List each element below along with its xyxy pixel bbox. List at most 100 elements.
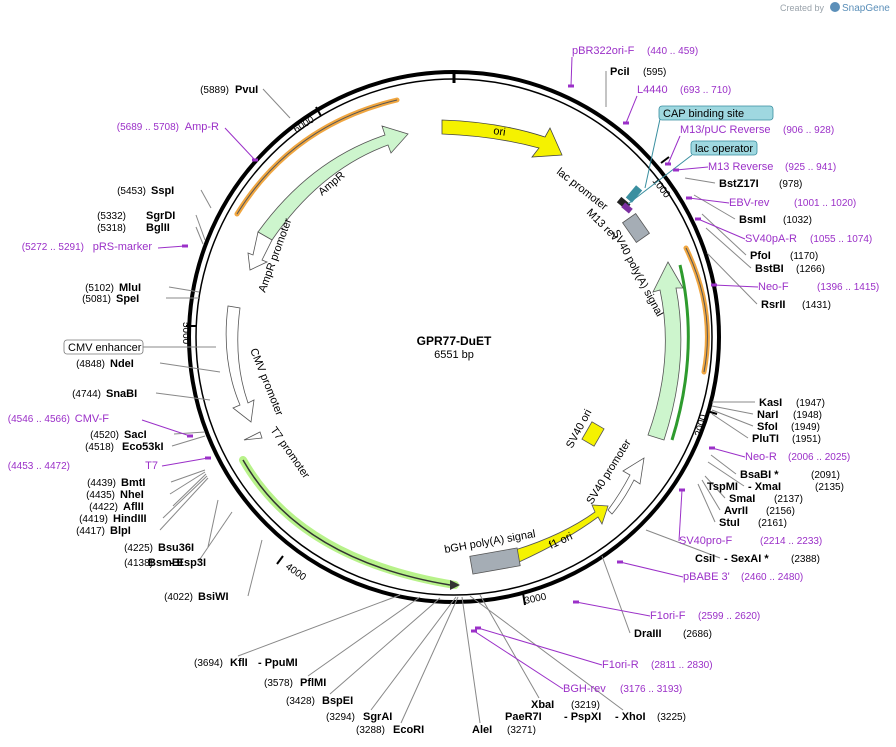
site-pos-xhoi: (3225) [657, 712, 686, 723]
lac-operator-box[interactable] [690, 140, 758, 156]
site-leader-snabi [155, 392, 211, 401]
site-pos-hindiii: (4419) [79, 514, 108, 525]
primer-f1ori-f: F1ori-F [650, 610, 686, 622]
primer-prs-marker: pRS-marker [93, 241, 153, 253]
primer-m13-reverse: M13 Reverse [708, 161, 773, 173]
site-leader-smai [704, 475, 726, 499]
site-draiii: DraIII [634, 628, 662, 640]
site-leader-hindiii [162, 475, 208, 519]
site-leader-sexai [645, 529, 721, 559]
tick-mark-1000 [660, 156, 670, 164]
site-pos-sfoi: (1949) [791, 422, 820, 433]
site-pos-aflii: (4422) [89, 502, 118, 513]
tick-label-2000: 2000 [693, 413, 709, 438]
primer-range-f1ori-r: (2811 .. 2830) [651, 660, 713, 671]
feature-boxes: CAP binding site lac operator CMV enhanc… [63, 105, 774, 355]
primer-bgh-rev: BGH-rev [563, 683, 606, 695]
f1-ori-arrow[interactable] [514, 504, 609, 563]
leader-lines [141, 56, 759, 724]
primer-range-neo-f: (1396 .. 1415) [817, 282, 879, 293]
primer-mark-sv40pa-r [695, 217, 701, 221]
primer-leader-l4440 [625, 95, 638, 124]
ampr-arrow[interactable] [257, 125, 409, 241]
site-pos-avrii: (2156) [766, 506, 795, 517]
f1-ori-label: f1 ori [547, 531, 574, 552]
site-pos-smai: (2137) [774, 494, 803, 505]
neo-kanr-arrow[interactable] [647, 261, 684, 441]
site-pfoi: PfoI [750, 250, 771, 262]
site-leader-bsu36i [207, 499, 219, 548]
ori-label: ori [493, 125, 507, 139]
site-leader-kfli [237, 594, 401, 657]
site-leader-bstz17i [684, 177, 716, 184]
site-pos-kasi: (1947) [796, 398, 825, 409]
site-avrii: AvrII [724, 505, 748, 517]
primer-leader-neo-f [713, 284, 759, 288]
primer-range-pbabe-3: (2460 .. 2480) [741, 572, 803, 583]
site-pos-mlui: (5102) [85, 283, 114, 294]
site-pluti: PluTI [752, 433, 779, 445]
site-leader-mlui [168, 286, 200, 293]
primer-mark-t7 [205, 456, 211, 460]
m13-rev-mark[interactable] [621, 202, 633, 214]
site-leader-pvui [262, 88, 291, 119]
site-pos-bstbi: (1266) [796, 264, 825, 275]
ori-arrow[interactable] [441, 119, 563, 158]
primer-range-f1ori-f: (2599 .. 2620) [698, 611, 760, 622]
tick-mark-2000 [706, 410, 718, 415]
site-leader-eco53ki [171, 435, 206, 447]
primer-leader-t7 [161, 457, 209, 467]
cap-leader [644, 118, 661, 189]
site-pos-xbai: (3219) [571, 700, 600, 711]
site-pos-nari: (1948) [793, 410, 822, 421]
primer-range-l4440: (693 .. 710) [680, 85, 731, 96]
site-pos-bsmbi: (4138) [124, 558, 153, 569]
primer-leader-f1ori-f [575, 601, 651, 617]
primer-mark-m13-puc-reverse [665, 162, 671, 166]
primer-mark-l4440 [623, 121, 629, 125]
site-alei: AleI [472, 724, 492, 736]
site-saci: SacI [124, 429, 147, 441]
neo-r-line [670, 264, 690, 441]
cmv-promoter-arrow[interactable] [225, 305, 255, 423]
ampr-promoter-arrow[interactable] [247, 231, 273, 271]
site-nari: NarI [757, 409, 778, 421]
site-pos-bsiwi: (4022) [164, 592, 193, 603]
site-bstbi: BstBI [755, 263, 784, 275]
cap-binding-site-box[interactable] [658, 105, 774, 121]
site-pos-alei: (3271) [507, 725, 536, 736]
cmv-enhancer-box[interactable] [63, 339, 144, 355]
site-pos-eco53ki: (4518) [85, 442, 114, 453]
tick-label-3000: 3000 [523, 591, 547, 606]
site-leader-rsrii [706, 252, 758, 305]
site-leader-bsabi [710, 454, 737, 475]
site-leader-stui [697, 483, 716, 523]
tick-label-5000: 5000 [180, 322, 191, 345]
sv40-polya-block[interactable] [622, 213, 650, 243]
site-leader-alei [461, 596, 481, 724]
sv40-promoter-arrow[interactable] [607, 457, 645, 515]
site-labels: PciI(595)BstZ17I(978)BsmI(1032)PfoI(1170… [8, 45, 880, 736]
primer-range-sv40pro-f: (2214 .. 2233) [760, 536, 822, 547]
site-bsmi: BsmI [739, 214, 766, 226]
site-xbai: XbaI [531, 699, 554, 711]
site-pos-pfoi: (1170) [790, 251, 818, 262]
sv40-ori-block[interactable] [581, 421, 605, 447]
site-smai: SmaI [729, 493, 755, 505]
credit-brand: SnapGene [842, 3, 890, 14]
site-pos-sgrai: (3294) [326, 712, 355, 723]
site-pos-saci: (4520) [90, 430, 119, 441]
primer-m13-puc-reverse: M13/pUC Reverse [680, 124, 770, 136]
t7-promoter-arrow[interactable] [243, 431, 263, 441]
primer-amp-r: Amp-R [185, 121, 219, 133]
bgh-polya-block[interactable] [469, 547, 521, 575]
site-bglii: BglII [146, 222, 170, 234]
primer-range-sv40pa-r: (1055 .. 1074) [810, 234, 872, 245]
cap-site-mark[interactable] [625, 185, 643, 203]
site-pos-nhei: (4435) [86, 490, 115, 501]
site-ndei: NdeI [110, 358, 134, 370]
snapgene-logo-icon [830, 2, 840, 12]
primer-mark-pbabe-3 [617, 560, 623, 564]
tick-label-4000: 4000 [283, 561, 308, 583]
